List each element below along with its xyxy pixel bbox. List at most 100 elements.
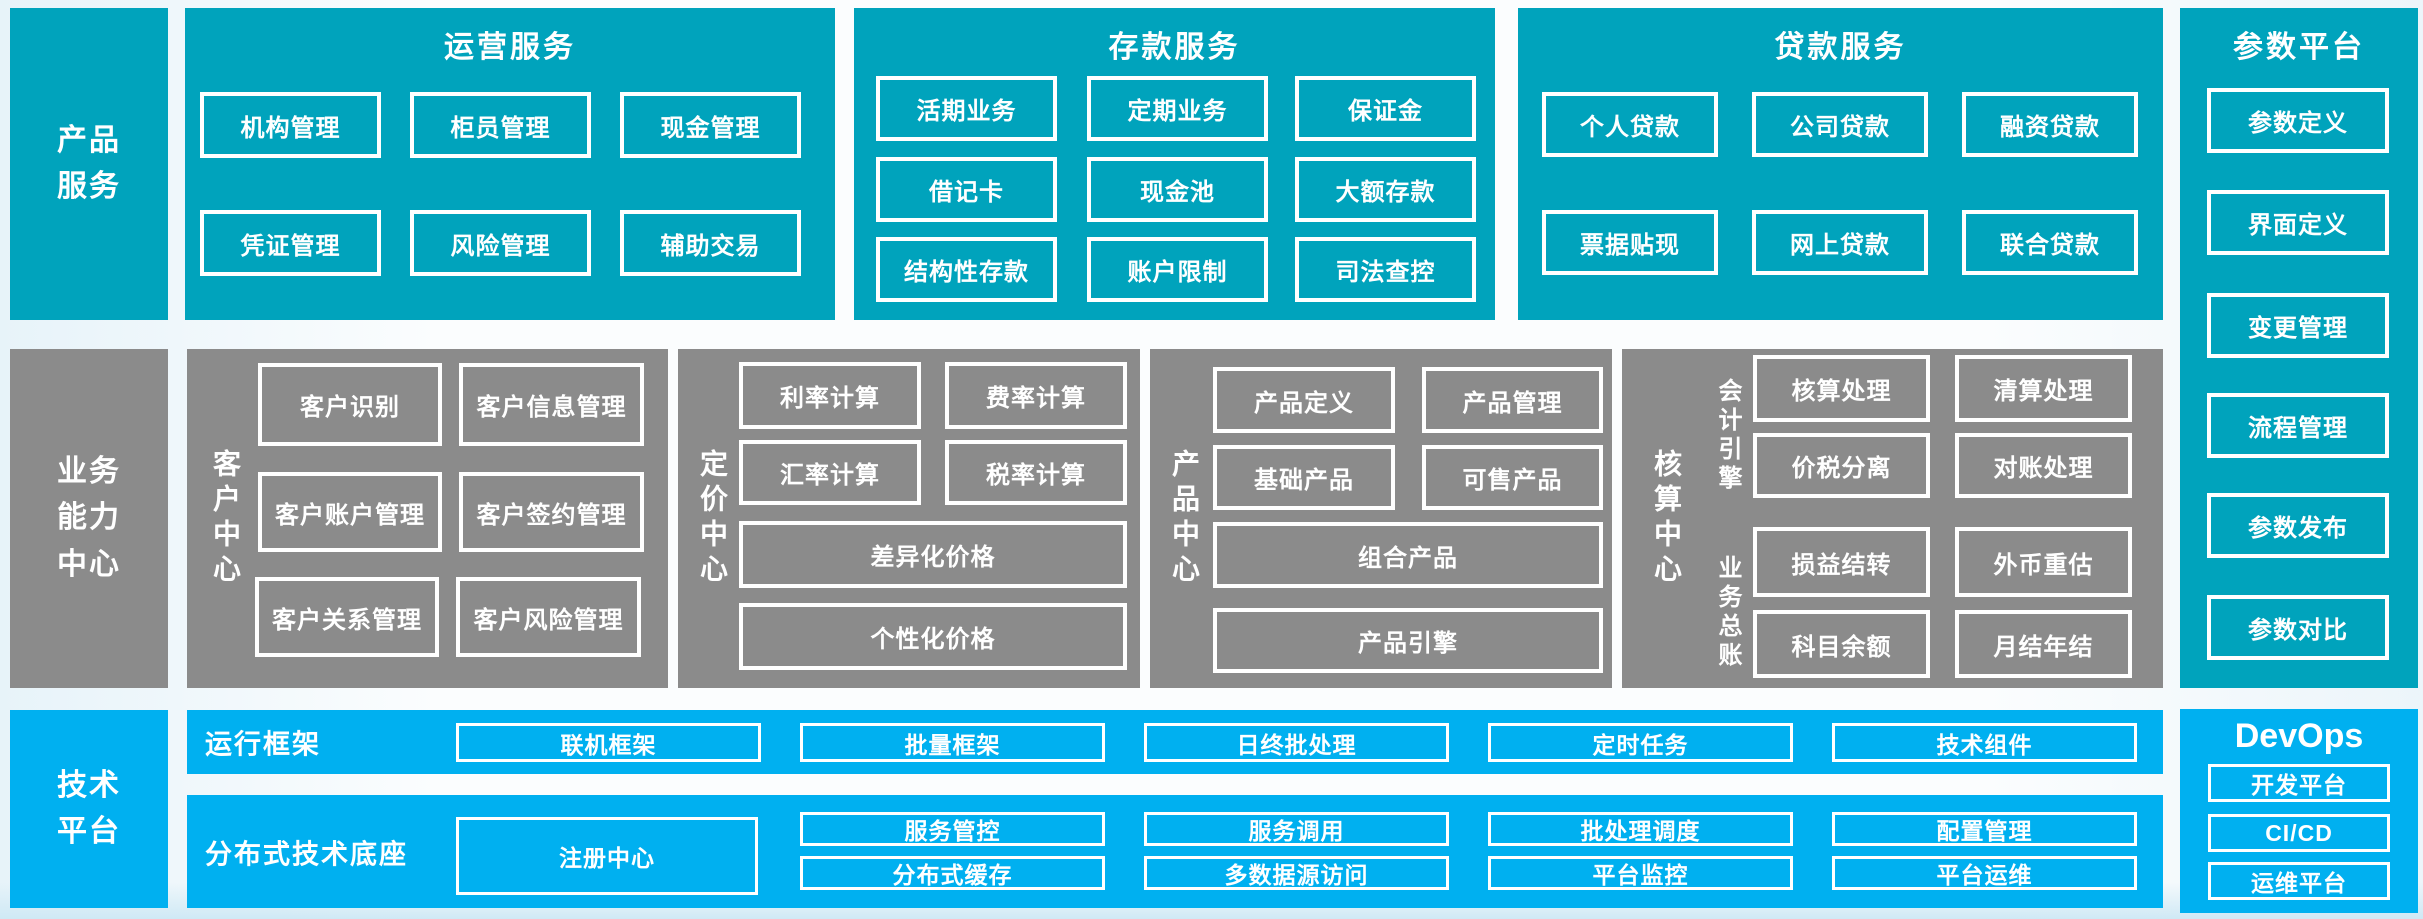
diagram-node: 定时任务 <box>1488 723 1793 762</box>
diagram-node: 结构性存款 <box>876 237 1057 302</box>
diagram-node: 清算处理 <box>1955 355 2132 422</box>
panel-title-devops: DevOps <box>2234 717 2364 755</box>
diagram-node: 价税分离 <box>1753 433 1930 498</box>
panel-parameter-platform: 参数平台 参数定义 界面定义 变更管理 流程管理 参数发布 参数对比 <box>2180 8 2418 688</box>
sidebar-business-capability-line: 中心 <box>57 547 121 581</box>
diagram-node: 基础产品 <box>1213 445 1395 510</box>
diagram-node: 注册中心 <box>456 817 758 895</box>
diagram-node: 对账处理 <box>1955 433 2132 498</box>
diagram-node: 参数发布 <box>2207 493 2389 558</box>
panel-distributed-tech-base: 分布式技术底座 注册中心 服务管控 分布式缓存 服务调用 多数据源访问 批处理调… <box>187 795 2163 908</box>
diagram-node: 服务调用 <box>1144 812 1449 846</box>
diagram-node: 机构管理 <box>200 92 381 158</box>
sidebar-technology-platform-line: 平台 <box>57 815 121 848</box>
diagram-node: 网上贷款 <box>1752 210 1928 275</box>
diagram-node: 损益结转 <box>1753 527 1930 597</box>
diagram-node: 保证金 <box>1295 76 1476 141</box>
diagram-node: 月结年结 <box>1955 610 2132 678</box>
diagram-node: 账户限制 <box>1087 237 1268 302</box>
diagram-node: 客户签约管理 <box>459 472 644 552</box>
diagram-node: 组合产品 <box>1213 522 1603 588</box>
diagram-node: 分布式缓存 <box>800 856 1105 890</box>
diagram-node: 活期业务 <box>876 76 1057 141</box>
panel-accounting-center: 核算中心 会计引擎 业务总账 核算处理 清算处理 价税分离 对账处理 损益结转 … <box>1622 349 2163 688</box>
panel-loan-services: 贷款服务 个人贷款 公司贷款 融资贷款 票据贴现 网上贷款 联合贷款 <box>1518 8 2163 320</box>
diagram-node: 个人贷款 <box>1542 92 1718 157</box>
diagram-node: 联合贷款 <box>1962 210 2138 275</box>
sidebar-product-services-line: 服务 <box>57 170 121 203</box>
diagram-node: 配置管理 <box>1832 812 2137 846</box>
panel-label-customer-center: 客户中心 <box>210 448 241 589</box>
diagram-node: 多数据源访问 <box>1144 856 1449 890</box>
diagram-node: 参数定义 <box>2207 88 2389 153</box>
diagram-node: 现金池 <box>1087 157 1268 222</box>
diagram-node: 日终批处理 <box>1144 723 1449 762</box>
diagram-node: 大额存款 <box>1295 157 1476 222</box>
diagram-node: 差异化价格 <box>739 521 1127 588</box>
diagram-node: 产品管理 <box>1422 367 1603 433</box>
sidebar-product-services: 产品 服务 <box>10 8 168 320</box>
diagram-node: 变更管理 <box>2207 293 2389 358</box>
diagram-node: 客户关系管理 <box>255 577 439 657</box>
diagram-node: 流程管理 <box>2207 393 2389 458</box>
sidebar-product-services-line: 产品 <box>57 123 121 157</box>
sidebar-technology-platform: 技术 平台 <box>10 710 168 908</box>
diagram-node: 客户识别 <box>258 363 442 446</box>
panel-label-product-center: 产品中心 <box>1169 448 1200 589</box>
group-label-business-ledger: 业务总账 <box>1714 555 1741 671</box>
panel-label-runtime-framework: 运行框架 <box>205 729 321 760</box>
diagram-node: 税率计算 <box>945 440 1127 505</box>
sidebar-technology-platform-line: 技术 <box>57 768 121 802</box>
diagram-node: 票据贴现 <box>1542 210 1718 275</box>
diagram-node: 客户风险管理 <box>456 577 641 657</box>
diagram-node: 技术组件 <box>1832 723 2137 762</box>
panel-deposit-services: 存款服务 活期业务 定期业务 保证金 借记卡 现金池 大额存款 结构性存款 账户… <box>854 8 1495 320</box>
diagram-node: 开发平台 <box>2208 764 2390 802</box>
diagram-node: 服务管控 <box>800 812 1105 846</box>
diagram-node: 客户账户管理 <box>258 472 442 552</box>
panel-title-parameter-platform: 参数平台 <box>2233 31 2365 64</box>
diagram-node: 外币重估 <box>1955 527 2132 597</box>
diagram-node: 批处理调度 <box>1488 812 1793 846</box>
diagram-node: 客户信息管理 <box>459 363 644 446</box>
diagram-node: 运维平台 <box>2208 862 2390 900</box>
diagram-node: 利率计算 <box>739 362 921 429</box>
diagram-node: 联机框架 <box>456 723 761 762</box>
diagram-node: 凭证管理 <box>200 210 381 276</box>
diagram-node: 核算处理 <box>1753 355 1930 422</box>
diagram-node: 批量框架 <box>800 723 1105 762</box>
diagram-node: 产品引擎 <box>1213 608 1603 673</box>
diagram-node: 司法查控 <box>1295 237 1476 302</box>
diagram-node: 借记卡 <box>876 157 1057 222</box>
diagram-node: 公司贷款 <box>1752 92 1928 157</box>
diagram-node: 辅助交易 <box>620 210 801 276</box>
panel-devops: DevOps 开发平台 CI/CD 运维平台 <box>2180 709 2418 913</box>
diagram-node: 平台运维 <box>1832 856 2137 890</box>
diagram-node: CI/CD <box>2208 814 2390 852</box>
diagram-node: 平台监控 <box>1488 856 1793 890</box>
diagram-node: 个性化价格 <box>739 603 1127 670</box>
diagram-node: 柜员管理 <box>410 92 591 158</box>
panel-customer-center: 客户中心 客户识别 客户信息管理 客户账户管理 客户签约管理 客户关系管理 客户… <box>187 349 668 688</box>
diagram-node: 现金管理 <box>620 92 801 158</box>
sidebar-business-capability-line: 能力 <box>57 501 121 535</box>
panel-title-operations: 运营服务 <box>444 31 576 64</box>
diagram-node: 可售产品 <box>1422 445 1603 510</box>
diagram-node: 科目余额 <box>1753 610 1930 678</box>
panel-label-distributed-tech-base: 分布式技术底座 <box>205 839 408 869</box>
diagram-node: 产品定义 <box>1213 367 1395 433</box>
panel-operations-services: 运营服务 机构管理 柜员管理 现金管理 凭证管理 风险管理 辅助交易 <box>185 8 835 320</box>
panel-title-deposit: 存款服务 <box>1108 31 1241 64</box>
diagram-node: 融资贷款 <box>1962 92 2138 157</box>
diagram-node: 参数对比 <box>2207 595 2389 660</box>
diagram-node: 风险管理 <box>410 210 591 276</box>
panel-product-center: 产品中心 产品定义 产品管理 基础产品 可售产品 组合产品 产品引擎 <box>1150 349 1612 688</box>
panel-label-pricing-center: 定价中心 <box>697 448 728 589</box>
diagram-node: 汇率计算 <box>739 440 921 505</box>
panel-runtime-framework: 运行框架 联机框架 批量框架 日终批处理 定时任务 技术组件 <box>187 710 2163 774</box>
diagram-node: 界面定义 <box>2207 190 2389 255</box>
sidebar-business-capability-center: 业务 能力 中心 <box>10 349 168 688</box>
panel-pricing-center: 定价中心 利率计算 费率计算 汇率计算 税率计算 差异化价格 个性化价格 <box>678 349 1140 688</box>
panel-title-loan: 贷款服务 <box>1774 31 1907 64</box>
